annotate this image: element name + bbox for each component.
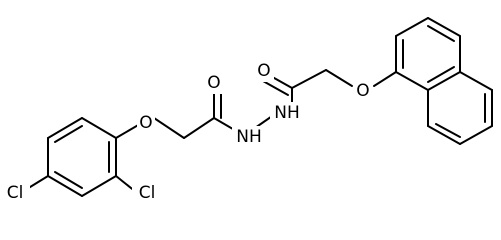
atom-labels: Cl Cl O O NH NH O O [0,60,373,204]
bond-o-ch2-left [153,117,185,139]
bond-ring1-f-double [54,171,83,189]
bond-ring1-c [81,117,117,139]
bond-naph-i [459,125,493,145]
bond-co-ch2-right [291,69,327,89]
ether-oxygen-left: O [139,113,152,133]
bonds [21,17,493,197]
o-ether-right-background [353,80,373,102]
bond-ring1-e [81,175,117,197]
bond-naph-h-double [435,123,461,138]
bond-naph-h [427,125,461,145]
bond-ring1-b [47,117,83,139]
bond-naph-f [395,71,429,91]
cl-left-background [0,182,30,204]
chlorine-label-right: Cl [139,183,156,203]
bond-co-right-double [262,80,289,96]
o-carbonyl-left-background [204,72,224,94]
bond-ring1-f [47,175,83,197]
bond-naph-e [427,71,461,91]
structure-svg: Cl Cl O O NH NH O O [0,17,493,204]
bond-ring1-b-double [54,125,83,143]
nitrogen-label-lower: NH [236,127,262,147]
nitrogen-label-upper: NH [274,103,300,123]
chlorine-label-left: Cl [7,183,24,203]
bond-naph-c-double [427,25,455,42]
bond-o-naphthyl [373,71,397,87]
carbonyl-oxygen-right: O [257,61,270,81]
bond-ch2-co-left [183,117,215,139]
o-ether-left-background [137,112,155,134]
cl-right-background [132,182,162,204]
ether-oxygen-right: O [356,81,369,101]
o-carbonyl-right-background [254,60,274,82]
nh-upper-background [270,102,304,124]
bond-naph-b [395,17,429,37]
molecule-diagram: Cl Cl O O NH NH O O [0,17,493,204]
bond-naph-k [459,71,493,91]
bond-ch2-o-right [325,69,353,87]
nh-lower-background [232,126,266,148]
bond-naph-c [427,17,461,37]
bond-naph-e-double [427,66,455,83]
bond-aryl-o-left [115,123,141,139]
carbonyl-oxygen-left: O [207,73,220,93]
